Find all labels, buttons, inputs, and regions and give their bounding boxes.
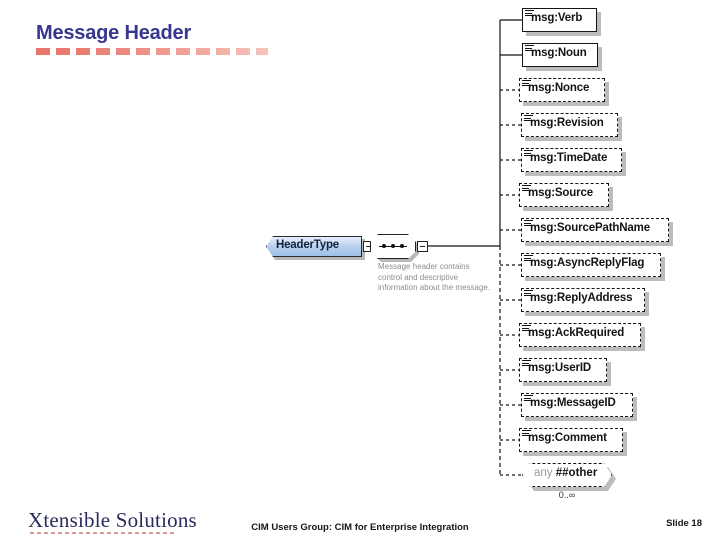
- page-title: Message Header: [36, 22, 192, 44]
- element-icon: [524, 395, 533, 402]
- node-label: msg:Comment: [528, 432, 607, 444]
- slide-footer: Xtensible Solutions CIM Users Group: CIM…: [0, 500, 720, 540]
- node-label: msg:TimeDate: [530, 152, 608, 164]
- node-body: [519, 323, 641, 347]
- node-label: msg:Verb: [531, 12, 583, 24]
- node-header-type[interactable]: HeaderType: [266, 236, 365, 260]
- node-element[interactable]: msg:Nonce: [519, 78, 609, 106]
- node-body: [521, 113, 618, 137]
- node-label: msg:Nonce: [528, 82, 590, 94]
- node-element[interactable]: msg:Verb: [522, 8, 601, 36]
- any-keyword: any: [534, 467, 553, 479]
- element-icon: [525, 45, 534, 52]
- node-annotation-text: Message header contains control and desc…: [378, 262, 491, 292]
- slide-number-label: Slide 18: [666, 518, 702, 529]
- node-element[interactable]: msg:ReplyAddress: [521, 288, 649, 316]
- node-body: [522, 463, 612, 487]
- title-underline-rule: [36, 48, 268, 55]
- node-label: msg:AckRequired: [528, 327, 625, 339]
- element-icon: [524, 255, 533, 262]
- node-element[interactable]: msg:Noun: [522, 43, 602, 71]
- node-element[interactable]: msg:Comment: [519, 428, 627, 456]
- any-namespace: ##other: [555, 467, 598, 479]
- element-icon: [522, 185, 531, 192]
- node-label: msg:UserID: [528, 362, 592, 374]
- node-body: [522, 8, 597, 32]
- node-label: any ##other: [534, 467, 597, 479]
- node-label: msg:Source: [528, 187, 593, 199]
- node-element[interactable]: msg:SourcePathName: [521, 218, 673, 246]
- element-icon: [522, 80, 531, 87]
- cardinality-label: 0..∞: [558, 490, 576, 500]
- node-element[interactable]: msg:AsyncReplyFlag: [521, 253, 665, 281]
- xsd-schema-diagram: HeaderType Message header contains contr…: [266, 8, 673, 500]
- node-body: [521, 253, 661, 277]
- element-icon: [522, 360, 531, 367]
- element-icon: [524, 150, 533, 157]
- element-icon: [524, 290, 533, 297]
- node-body: [519, 78, 605, 102]
- node-element[interactable]: msg:MessageID: [521, 393, 637, 421]
- compositor-dot: [382, 244, 386, 248]
- node-body: [521, 288, 645, 312]
- node-element[interactable]: msg:UserID: [519, 358, 611, 386]
- node-body: [519, 183, 609, 207]
- element-icon: [524, 115, 533, 122]
- node-element[interactable]: msg:AckRequired: [519, 323, 645, 351]
- node-element[interactable]: msg:Source: [519, 183, 613, 211]
- node-label: msg:SourcePathName: [530, 222, 651, 234]
- node-body: [521, 148, 622, 172]
- element-icon: [524, 220, 533, 227]
- sequence-compositor-icon[interactable]: [370, 234, 419, 262]
- brand-logo-text: Xtensible Solutions: [28, 508, 197, 532]
- node-label: msg:Revision: [530, 117, 604, 129]
- node-body: [521, 218, 669, 242]
- element-icon: [525, 10, 534, 17]
- node-body: [519, 428, 623, 452]
- node-body: [521, 393, 633, 417]
- node-label: msg:AsyncReplyFlag: [530, 257, 645, 269]
- node-element[interactable]: msg:TimeDate: [521, 148, 626, 176]
- node-body: [522, 43, 598, 67]
- minus-box-icon[interactable]: [417, 241, 428, 252]
- compositor-dot: [400, 244, 404, 248]
- node-label: msg:MessageID: [530, 397, 616, 409]
- node-label: HeaderType: [276, 239, 339, 251]
- node-label: msg:Noun: [531, 47, 587, 59]
- node-body: [519, 358, 607, 382]
- footer-center-text: CIM Users Group: CIM for Enterprise Inte…: [251, 522, 469, 533]
- node-label: msg:ReplyAddress: [530, 292, 633, 304]
- element-icon: [522, 325, 531, 332]
- element-icon: [522, 430, 531, 437]
- brand-underline-rule: [30, 532, 175, 534]
- node-body: [266, 236, 362, 257]
- node-any-wildcard[interactable]: any ##other: [522, 463, 612, 487]
- compositor-dot: [391, 244, 395, 248]
- node-element[interactable]: msg:Revision: [521, 113, 622, 141]
